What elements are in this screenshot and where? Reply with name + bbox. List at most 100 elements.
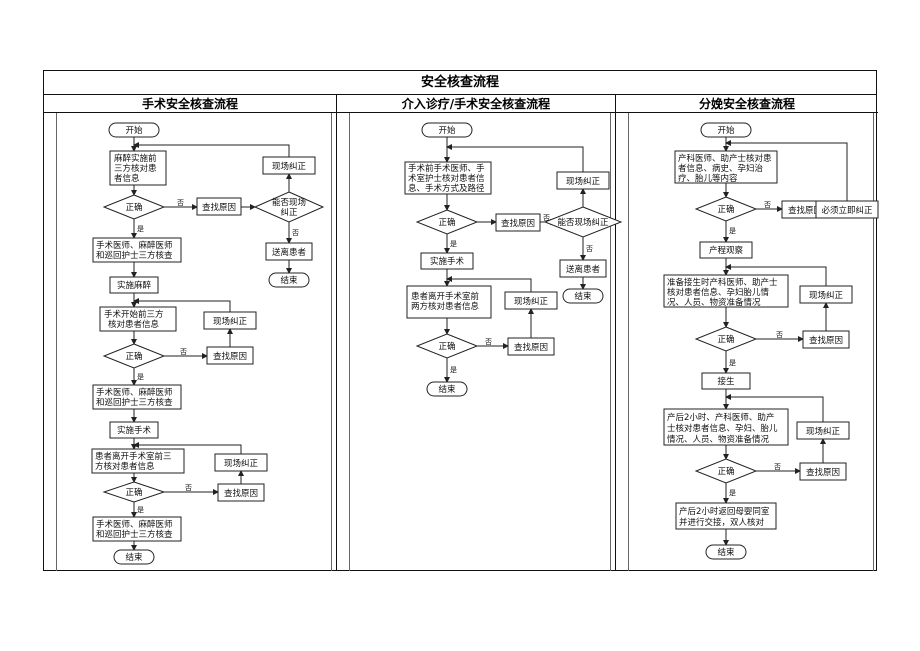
process-text: 实施手术 — [117, 425, 152, 436]
process-text: 产后2小时返回母婴同室并进行交接，双人核对 — [679, 506, 770, 528]
process-text: 手术开始前三方核对患者信息 — [104, 309, 164, 330]
end-terminator — [705, 544, 747, 560]
process-box — [92, 516, 182, 542]
no-label: 否 — [764, 201, 771, 209]
process-text: 现场纠正 — [272, 162, 307, 172]
page-title: 安全核查流程 — [44, 71, 876, 95]
process-box — [92, 384, 182, 410]
process-text: 现场纠正 — [806, 427, 841, 437]
no-label: 否 — [586, 245, 593, 253]
column-title-delivery: 分娩安全核查流程 — [616, 95, 878, 113]
surgery-flowchart: 开始 麻醉实施前三方核对患者信息 正确 否 查找原因 能否现场纠正 现场纠正 否 — [91, 122, 325, 565]
end-label: 结束 — [574, 291, 592, 302]
arrow-loop — [446, 144, 584, 172]
process-text: 查找原因 — [501, 218, 535, 229]
process-text: 查找原因 — [213, 351, 247, 362]
process-text: 查找原因 — [224, 488, 258, 499]
arrow-loop — [725, 140, 848, 201]
arrow-loop — [446, 276, 532, 292]
delivery-flowchart: 开始 产科医师、助产士核对患者信息、病史、孕妇治疗、胎儿等内容 正确 否 查找原… — [663, 122, 879, 560]
yes-label: 是 — [137, 506, 144, 514]
no-label: 否 — [543, 214, 550, 222]
swimlane-line — [56, 113, 57, 571]
swimlane-line — [331, 113, 332, 571]
process-text: 现场纠正 — [514, 297, 549, 307]
swimlane-line — [628, 113, 629, 571]
process-text: 查找原因 — [809, 335, 843, 346]
process-text: 产程观察 — [709, 245, 744, 256]
start-label: 开始 — [125, 125, 143, 136]
column-delivery: 分娩安全核查流程 开始 产科医师、助产士核对患者信息、病史、孕妇治疗、胎儿等内容… — [616, 95, 879, 571]
process-text: 查找原因 — [514, 342, 548, 353]
process-text: 必须立即纠正 — [821, 205, 873, 216]
process-box — [92, 237, 182, 263]
no-label: 否 — [177, 199, 184, 207]
end-label: 结束 — [438, 384, 456, 395]
end-label: 结束 — [717, 547, 735, 558]
yes-label: 是 — [450, 366, 457, 374]
process-text: 手术前手术医师、手术室护士核对患者信息、手术方式及路径 — [408, 163, 485, 194]
process-box — [675, 502, 777, 530]
column-surgery: 手术安全核查流程 开始 麻醉实施前三方核对患者信息 正确 否 查找原因 — [44, 95, 337, 571]
process-box — [406, 285, 492, 319]
process-text: 查找原因 — [788, 205, 822, 216]
decision-label: 能否现场纠正 — [557, 217, 609, 228]
decision-label: 正确 — [125, 202, 142, 213]
column-title-surgery: 手术安全核查流程 — [44, 95, 336, 113]
decision-label: 正确 — [438, 341, 455, 352]
decision-label: 正确 — [717, 334, 734, 345]
no-label: 否 — [485, 338, 492, 346]
end-label: 结束 — [280, 275, 298, 286]
end-terminator — [268, 272, 310, 288]
decision-label: 正确 — [125, 351, 142, 362]
yes-label: 是 — [729, 227, 736, 235]
process-text: 手术医师、麻醉医师和巡回护士三方核查 — [96, 387, 173, 408]
arrow-loop — [725, 394, 824, 422]
no-label: 否 — [774, 463, 781, 471]
swimlane-line — [610, 113, 611, 571]
process-text: 实施麻醉 — [117, 280, 152, 291]
process-text: 查找原因 — [806, 467, 840, 478]
arrow-loop — [725, 264, 827, 286]
start-label: 开始 — [717, 125, 735, 136]
process-text: 手术医师、麻醉医师和巡回护士三方核查 — [96, 240, 173, 261]
process-text: 现场纠正 — [809, 291, 844, 301]
arrow-loop — [133, 142, 290, 157]
yes-label: 是 — [137, 225, 144, 233]
yes-label: 是 — [729, 359, 736, 367]
end-terminator — [113, 549, 155, 565]
process-text: 产后2小时、产科医师、助产士核对患者信息、孕妇、胎儿情况、人员、物资准备情况 — [667, 412, 778, 445]
decision-label: 正确 — [717, 466, 734, 477]
process-box — [99, 306, 177, 332]
decision-label: 正确 — [717, 204, 734, 215]
process-text: 产科医师、助产士核对患者信息、病史、孕妇治疗、胎儿等内容 — [678, 153, 772, 184]
decision-label: 正确 — [125, 487, 142, 498]
decision-label: 正确 — [438, 217, 455, 228]
process-box — [109, 150, 167, 186]
process-text: 现场纠正 — [213, 317, 248, 327]
interventional-flowchart: 开始 手术前手术医师、手术室护士核对患者信息、手术方式及路径 正确 查找原因 否… — [404, 122, 623, 397]
decision-label: 能否现场纠正 — [272, 197, 306, 218]
no-label: 否 — [776, 331, 783, 339]
process-text: 送离患者 — [566, 264, 601, 275]
process-text: 实施手术 — [430, 256, 465, 267]
process-box — [404, 161, 492, 195]
arrow-loop — [133, 442, 242, 454]
process-text: 现场纠正 — [224, 459, 259, 469]
end-terminator — [562, 288, 604, 304]
process-text: 麻醉实施前三方核对患者信息 — [114, 153, 157, 184]
process-text: 患者离开手术室前三方核对患者信息 — [95, 451, 172, 472]
process-text: 现场纠正 — [566, 177, 601, 187]
arrow-loop — [133, 298, 231, 312]
yes-label: 是 — [137, 373, 144, 381]
flowchart-frame: 安全核查流程 手术安全核查流程 开始 麻醉实施前三方核对患者信息 正确 否 查找… — [43, 70, 879, 571]
process-text: 查找原因 — [202, 202, 236, 213]
column-interventional: 介入诊疗/手术安全核查流程 开始 手术前手术医师、手术室护士核对患者信息、手术方… — [337, 95, 623, 571]
swimlane-line — [873, 113, 874, 571]
no-label: 否 — [292, 229, 299, 237]
yes-label: 是 — [450, 240, 457, 248]
yes-label: 是 — [729, 489, 736, 497]
process-text: 手术医师、麻醉医师和巡回护士三方核查 — [96, 519, 173, 540]
column-title-interventional: 介入诊疗/手术安全核查流程 — [337, 95, 615, 113]
no-label: 否 — [180, 348, 187, 356]
